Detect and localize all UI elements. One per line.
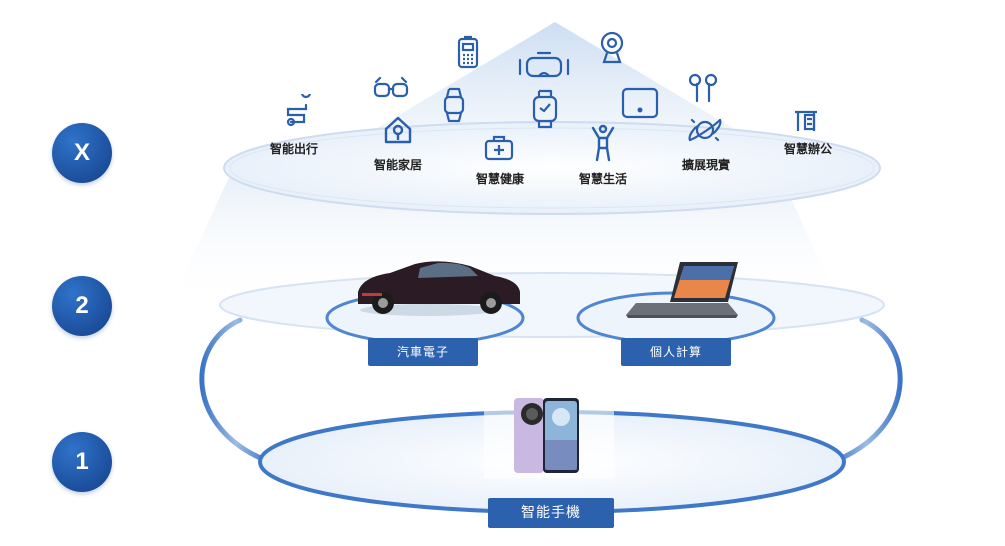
smartwatch-icon [443,87,465,123]
office-desk-icon [795,110,817,131]
smartband-icon [532,89,558,129]
arc-right [829,317,903,465]
label-extended-reality: 擴展現實 [681,158,731,172]
earbuds-icon [688,73,718,103]
route-icon [286,94,311,127]
tier-2-label: 2 [75,292,89,319]
tier-2-badge: 2 [52,276,112,336]
tablet-icon [621,87,659,119]
smart-home-icon [384,116,412,144]
laptop-image [626,262,738,318]
planet-icon [688,118,722,142]
smartphone-image [484,398,614,478]
tier-x-label: X [73,139,90,166]
fitness-person-icon [591,124,615,162]
first-aid-icon [484,135,514,161]
label-smart-health: 智慧健康 [475,172,525,186]
webcam-icon [600,31,624,64]
vr-headset-icon [518,51,570,78]
tag-smartphone: 智能手機 [488,498,614,528]
pos-terminal-icon [457,35,479,69]
tier-2-disc [219,272,885,338]
tier-x-badge: X [52,123,112,183]
car-image [358,261,520,316]
label-smart-travel: 智能出行 [269,142,319,156]
tier-1-badge: 1 [52,432,112,492]
label-smart-home: 智能家居 [373,158,423,172]
tier-1-label: 1 [75,448,89,475]
tier-x-disc [223,121,881,215]
label-smart-office: 智慧辦公 [783,142,833,156]
arc-left [199,317,273,465]
tag-automotive: 汽車電子 [368,338,478,366]
tag-pc: 個人計算 [621,338,731,366]
label-smart-life: 智慧生活 [578,172,628,186]
vr-glasses-icon [373,76,409,98]
tier-x-disc-inner [229,127,875,209]
